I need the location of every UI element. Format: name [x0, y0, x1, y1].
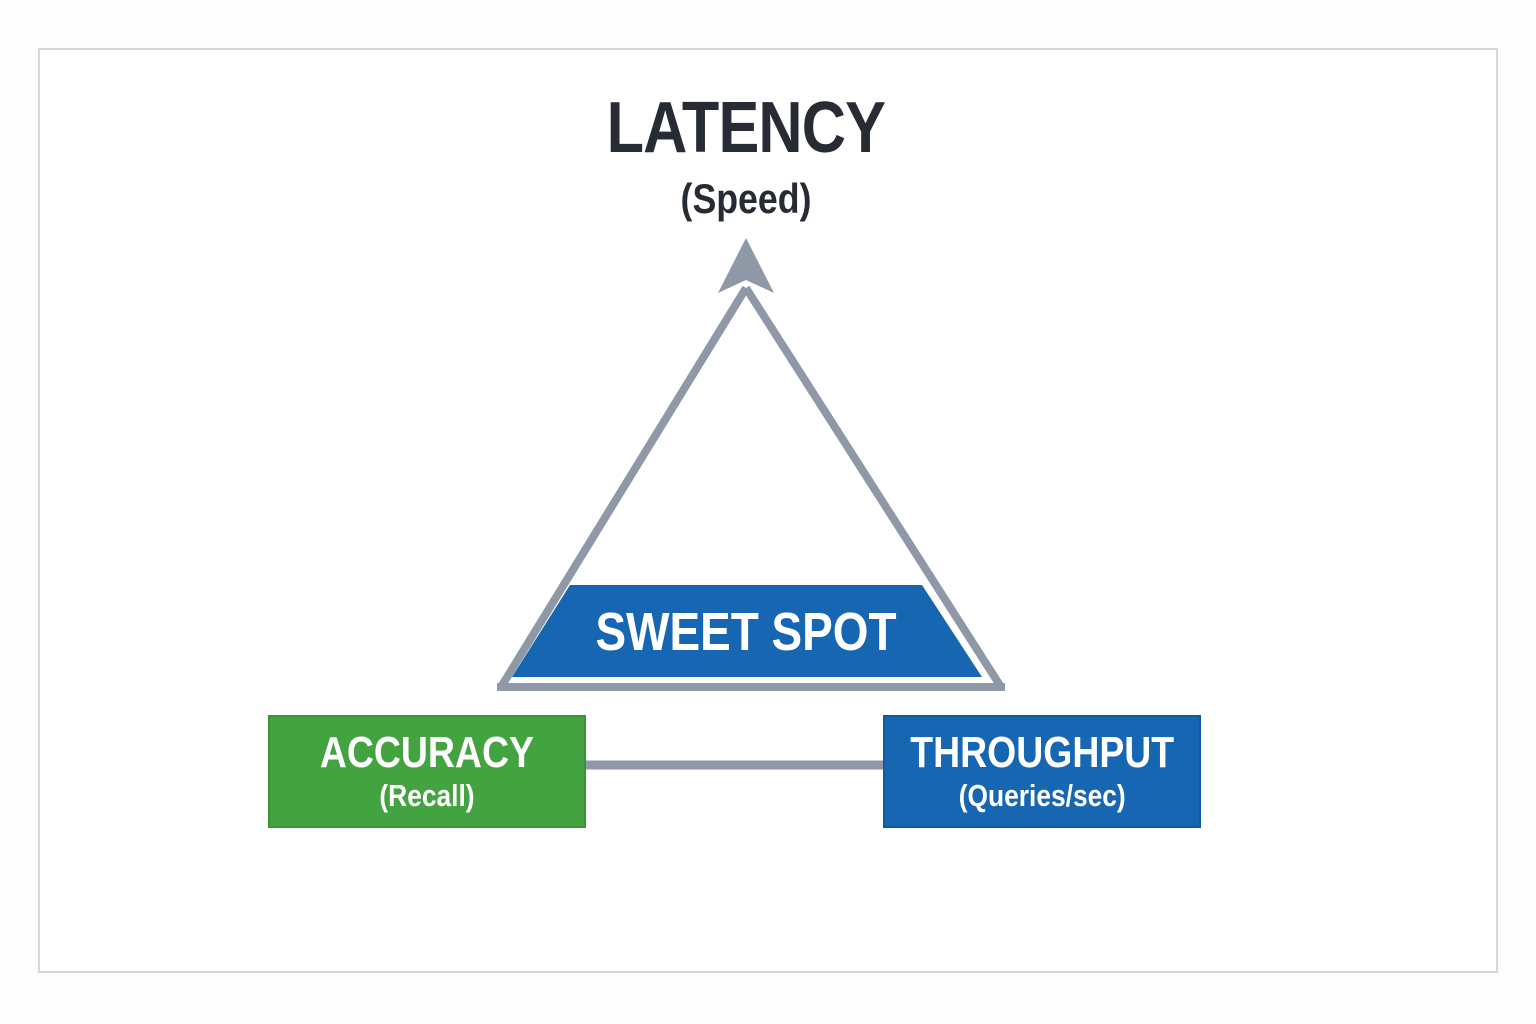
sweet-spot-label-text: SWEET SPOT [595, 602, 897, 662]
accuracy-sublabel-text: (Recall) [379, 778, 475, 814]
accuracy-label-text: ACCURACY [319, 727, 535, 777]
accuracy-sublabel: (Recall) [371, 778, 483, 814]
throughput-sublabel-text: (Queries/sec) [958, 778, 1126, 814]
apex-label-group: LATENCY (Speed) [446, 92, 1046, 220]
sweet-spot-band [512, 585, 982, 677]
triangle-left-edge [497, 285, 750, 690]
throughput-sublabel: (Queries/sec) [944, 778, 1140, 814]
sweet-spot-label: SWEET SPOT [521, 585, 971, 679]
throughput-label-text: THROUGHPUT [910, 727, 1174, 777]
latency-subtitle: (Speed) [446, 178, 1046, 220]
up-arrow-icon [718, 238, 774, 293]
latency-subtitle-text: (Speed) [680, 175, 812, 222]
throughput-node: THROUGHPUT (Queries/sec) [883, 715, 1201, 828]
latency-title: LATENCY [446, 92, 1046, 164]
accuracy-label: ACCURACY [301, 727, 553, 777]
triangle-right-edge [742, 285, 1005, 690]
accuracy-node: ACCURACY (Recall) [268, 715, 586, 828]
latency-title-text: LATENCY [606, 88, 886, 168]
throughput-label: THROUGHPUT [887, 727, 1197, 777]
